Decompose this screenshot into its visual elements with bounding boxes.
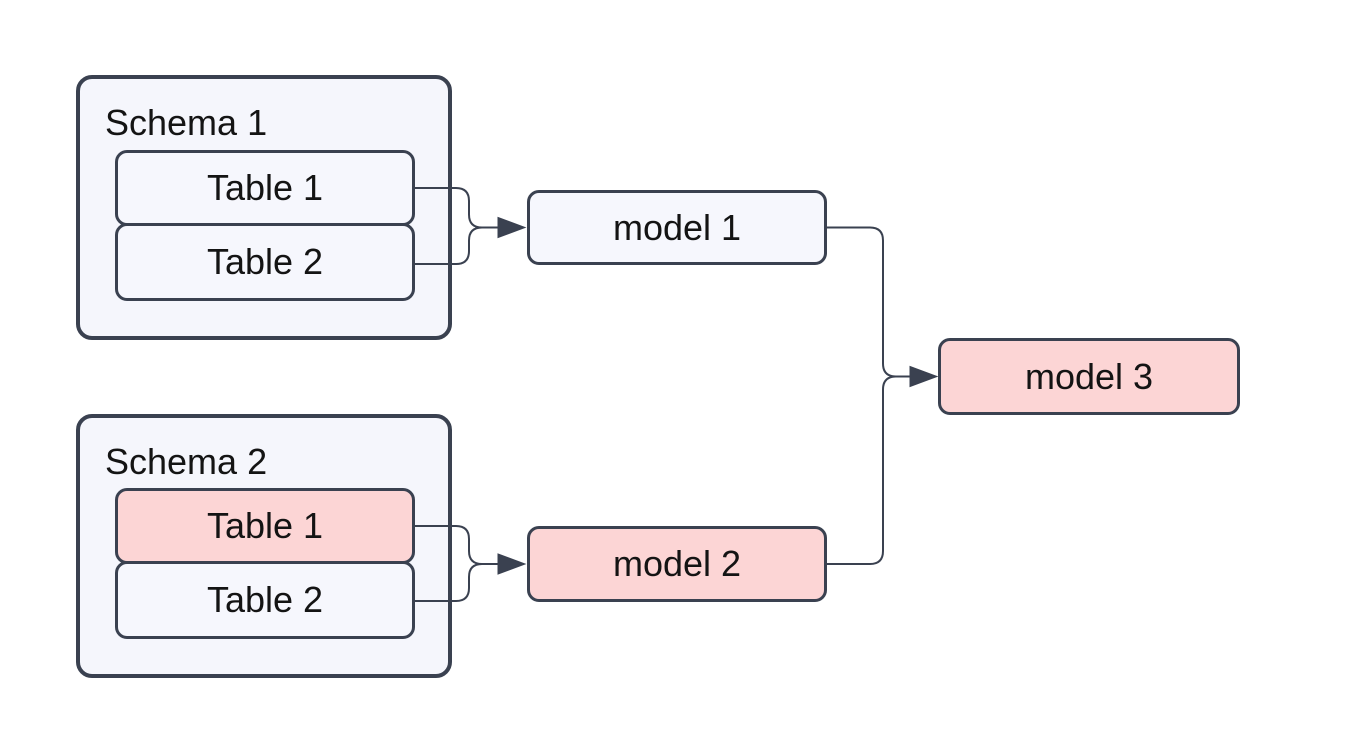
node-model1: model 1 [527,190,827,265]
node-model2-label: model 2 [612,543,742,584]
node-schema1-table1: Table 1 [115,150,415,226]
node-schema2-table2: Table 2 [115,560,415,639]
arrowhead-model1-icon [497,216,527,239]
node-schema1-table2: Table 2 [115,222,415,301]
edge-model2-to-model3 [827,375,897,565]
arrowhead-model3-icon [909,365,939,388]
node-schema1-table2-label: Table 2 [206,240,324,282]
group-schema-1-title: Schema 1 [105,102,268,143]
arrowhead-model2-icon [497,553,527,575]
node-schema2-table1-label: Table 1 [206,505,324,546]
node-schema1-table1-label: Table 1 [206,167,324,208]
group-schema-2-title: Schema 2 [105,441,268,482]
node-model3: model 3 [938,338,1240,415]
node-model1-label: model 1 [612,206,742,248]
edge-model1-to-model3 [827,226,897,378]
node-model2: model 2 [527,526,827,602]
node-schema2-table2-label: Table 2 [206,578,324,620]
node-model3-label: model 3 [1024,355,1154,397]
node-schema2-table1: Table 1 [115,488,415,564]
